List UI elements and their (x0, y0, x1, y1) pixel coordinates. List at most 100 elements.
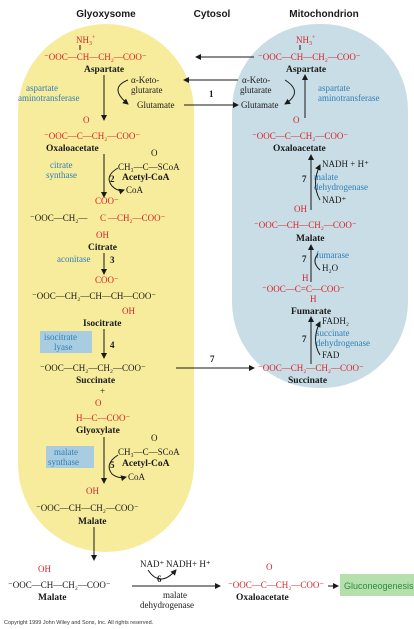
g-step4: 4 (110, 340, 115, 350)
g-citrate-name: Citrate (88, 243, 117, 253)
g-glyoxylate-o: O (95, 398, 102, 408)
g-citrate-left: ⁻OOC—CH₂— (30, 213, 88, 223)
m-succinate-formula: ⁻OOC—CH₂—CH₂—COO⁻ (258, 363, 364, 373)
c-nad: NAD⁺ (140, 559, 164, 569)
isocitrate-lyase-box (40, 331, 92, 353)
g-acoa2-formula: CH₃—C—SCoA (118, 447, 180, 457)
m-malate-name: Malate (296, 234, 325, 244)
g-glutamate: Glutamate (137, 100, 175, 110)
c-malate-oh: OH (38, 564, 51, 574)
m-fumarate-formula: ⁻OOC—C=C—COO⁻ (262, 284, 345, 294)
m-oaa-name: Oxaloacetate (273, 144, 326, 154)
g-citrate-top: COO⁻ (95, 196, 119, 206)
c-nadh: NADH+ H⁺ (166, 559, 211, 569)
m-step7c: 7 (302, 334, 307, 344)
g-step5: 5 (110, 460, 115, 470)
m-step7b: 7 (302, 254, 307, 264)
g-isocitrate-formula: ⁻OOC—CH₂—CH—CH—COO⁻ (32, 291, 156, 301)
cytosol-header: Cytosol (194, 9, 231, 20)
g-succinate-formula: ⁻OOC—CH₂—CH₂—COO⁻ (40, 363, 146, 373)
c-oaa-formula: ⁻OOC—C—CH₂—COO⁻ (228, 580, 324, 590)
g-isocitrate-name: Isocitrate (83, 319, 122, 329)
g-isocitrate-oh: OH (122, 306, 135, 316)
m-aspartate-name: Aspartate (286, 65, 326, 75)
m-keto-1: α-Keto- (242, 75, 270, 85)
g-acoa2-coa: CoA (128, 472, 146, 482)
m-malate-oh: OH (294, 204, 307, 214)
c-oaa-name: Oxaloacetate (236, 593, 289, 603)
m-aspartate-aminotransferase-2: aminotransferase (318, 93, 379, 103)
mitochondrion-header: Mitochondrion (289, 9, 358, 20)
m-succinate-name: Succinate (288, 376, 327, 386)
glyoxysome-header: Glyoxysome (76, 9, 136, 20)
m-h2o: H₂O (322, 263, 339, 273)
m-mdh-1: malate (314, 172, 338, 182)
g-acoa1-formula: CH₃—C—SCoA (118, 162, 180, 172)
transport-step7: 7 (210, 354, 215, 364)
g-acoa2-o: O (151, 433, 158, 443)
g-aspartate-aminotransferase-1: aspartate (26, 83, 58, 93)
g-glyoxylate-formula: H—C—COO⁻ (76, 413, 131, 423)
m-fumarate-name: Fumarate (291, 307, 331, 317)
m-fumarase: fumarase (316, 250, 349, 260)
g-acoa2-name: Acetyl-CoA (122, 459, 170, 469)
c-malate-name: Malate (38, 593, 67, 603)
g-malate-formula: ⁻OOC—CH—CH₂—COO⁻ (36, 503, 139, 513)
g-citrate-synthase-1: citrate (50, 160, 72, 170)
g-isocitrate-lyase-1: isocitrate (44, 332, 77, 342)
g-aconitase: aconitase (57, 254, 90, 264)
m-fumarate-hbot: H (310, 294, 317, 304)
g-citrate-oh: OH (96, 230, 109, 240)
m-sdh-2: dehydrogenase (316, 338, 370, 348)
g-malate-oh: OH (86, 486, 99, 496)
g-malate-synthase-2: synthase (48, 457, 79, 467)
m-oaa-o: O (293, 115, 300, 125)
m-sdh-1: succinate (316, 328, 349, 338)
m-malate-formula: ⁻OOC—CH—CH₂—COO⁻ (254, 220, 357, 230)
c-oaa-o: O (266, 562, 273, 572)
g-acoa1-coa: CoA (126, 185, 144, 195)
g-step3: 3 (110, 255, 115, 265)
m-step7a: 7 (302, 174, 307, 184)
g-malate-synthase-1: malate (54, 447, 78, 457)
g-oaa-o: O (83, 115, 90, 125)
m-glutamate: Glutamate (241, 100, 279, 110)
g-succinate-name: Succinate (76, 376, 115, 386)
g-glyoxylate-name: Glyoxylate (76, 426, 120, 436)
m-fumarate-htop: H (302, 273, 309, 283)
gluconeogenesis-box (340, 574, 414, 596)
c-mdh-1: malate (163, 590, 187, 600)
g-succinate-plus: + (100, 386, 105, 396)
mitochondrion-compartment (232, 24, 408, 388)
g-acoa1-name: Acetyl-CoA (122, 173, 170, 183)
g-citrate-synthase-2: synthase (46, 170, 77, 180)
g-isocitrate-lyase-2: lyase (54, 342, 73, 352)
g-acoa1-o: O (151, 148, 158, 158)
c-malate-formula: ⁻OOC—CH—CH₂—COO⁻ (8, 580, 111, 590)
copyright: Copyright 1999 John Wiley and Sons, Inc.… (4, 620, 154, 626)
g-malate-name: Malate (78, 517, 107, 527)
g-citrate-center: C (100, 213, 106, 223)
m-keto-2: glutarate (240, 85, 271, 95)
g-keto-1: α-Keto- (131, 75, 159, 85)
m-aspartate-formula: ⁻OOC—CH—CH₂—COO⁻ (258, 52, 361, 62)
m-nad: NAD⁺ (322, 195, 346, 205)
m-aspartate-aminotransferase-1: aspartate (318, 83, 350, 93)
m-oaa-formula: ⁻OOC—C—CH₂—COO⁻ (252, 131, 348, 141)
g-isocitrate-top: COO⁻ (95, 275, 119, 285)
g-oaa-formula: ⁻OOC—C—CH₂—COO⁻ (44, 131, 140, 141)
malate-synthase-box (46, 446, 94, 468)
glyoxysome-compartment (18, 24, 194, 552)
g-keto-2: glutarate (131, 85, 162, 95)
c-mdh-2: dehydrogenase (140, 600, 194, 610)
m-nadh: NADH + H⁺ (322, 159, 369, 169)
m-fadh2: FADH₂ (322, 316, 349, 326)
g-step2: 2 (110, 174, 115, 184)
m-mdh-2: dehydrogenase (314, 182, 368, 192)
m-fad: FAD (322, 350, 340, 360)
gluconeogenesis-label: Gluconeogenesis (344, 581, 414, 591)
g-aspartate-name: Aspartate (84, 65, 124, 75)
g-citrate-right: —CH₂—COO⁻ (107, 213, 166, 223)
m-step1: 1 (209, 89, 214, 99)
